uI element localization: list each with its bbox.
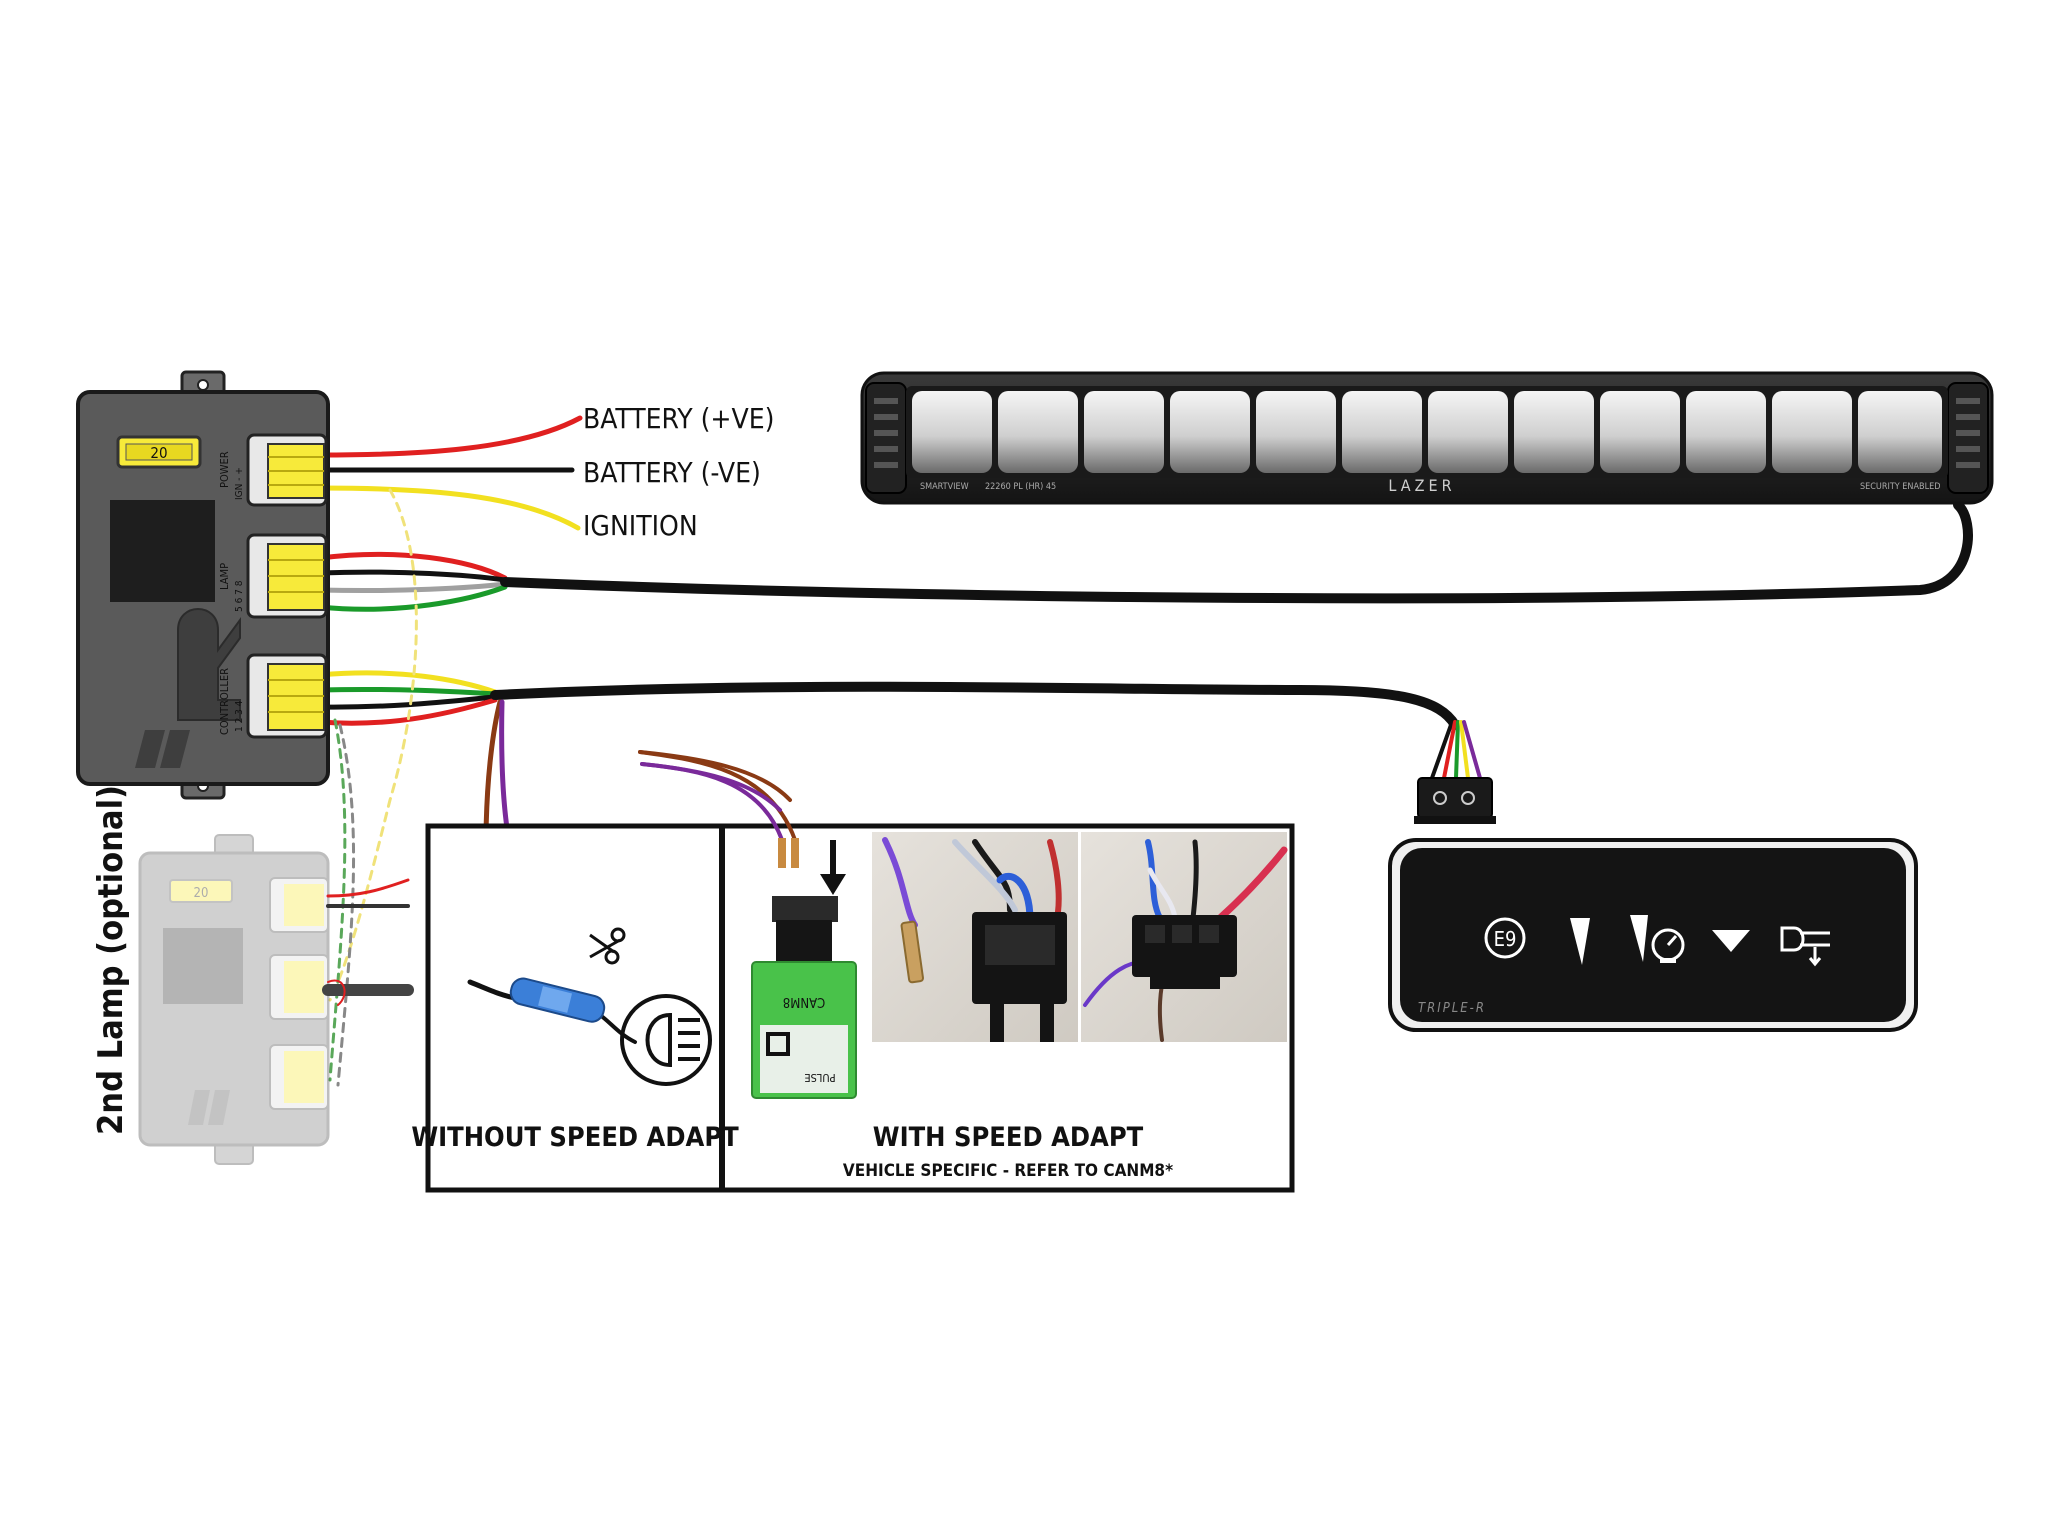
arrow-down-icon xyxy=(820,840,846,895)
with-speed-adapt-section: CANM8 PULSE xyxy=(638,750,1288,1181)
dashed-link-green xyxy=(328,718,347,1082)
optional-stub-red xyxy=(326,878,410,898)
controller-brand: TRIPLE-R xyxy=(1418,1001,1486,1016)
controller-cable xyxy=(490,681,1460,730)
power-port: POWER IGN - + xyxy=(218,433,328,507)
lamp-wire-red xyxy=(317,551,508,581)
power-port-label: POWER xyxy=(218,451,231,488)
power-port-pins: IGN - + xyxy=(234,467,245,500)
e-mark-icon: E9 xyxy=(1484,917,1526,959)
horn-flash-icon xyxy=(1780,926,1830,967)
butt-connector xyxy=(509,977,606,1023)
e-mark-text: E9 xyxy=(1494,927,1517,951)
ctrl-wire-red xyxy=(317,697,498,726)
ignition-label: IGNITION xyxy=(583,509,698,542)
triple-r-controller: E9 TRIPLE-R xyxy=(1388,838,1918,1032)
dashed-link-yellow xyxy=(328,488,418,1002)
ctrl-wire-yellow xyxy=(317,670,498,695)
dim-icon xyxy=(1712,930,1750,952)
speed-wire-brown-entry xyxy=(638,750,792,802)
plug-wire-black xyxy=(1430,720,1454,780)
controller-port-pins: 1 2 3 4 xyxy=(234,700,245,732)
vehicle-specific-label: VEHICLE SPECIFIC - REFER TO CANM8* xyxy=(843,1161,1173,1181)
light-bar-series: SMARTVIEW xyxy=(920,482,969,492)
speed-adapt-panel: WITHOUT SPEED ADAPT CANM8 PULS xyxy=(411,750,1295,1193)
ignition-wire xyxy=(317,485,581,531)
lamp-port-pins: 5 6 7 8 xyxy=(234,580,245,612)
lamp-port: LAMP 5 6 7 8 xyxy=(218,533,328,619)
ctrl-wire-black xyxy=(317,694,498,710)
canm8-module: CANM8 PULSE xyxy=(751,961,857,1099)
lamp-cable xyxy=(500,500,1973,604)
control-box-label xyxy=(110,500,215,602)
spot-beam-icon xyxy=(1570,918,1590,965)
without-speed-adapt-section: WITHOUT SPEED ADAPT xyxy=(411,927,739,1153)
speed-beam-icon xyxy=(1630,915,1685,963)
logo-stripes xyxy=(135,730,190,768)
lamp-wire-grey xyxy=(317,581,508,594)
ctrl-wire-green xyxy=(317,686,498,697)
fuse-rating: 20 xyxy=(150,444,167,462)
plug-wire-green xyxy=(1454,720,1460,780)
light-bar-lenses xyxy=(912,391,1942,473)
battery-negative-label: BATTERY (-VE) xyxy=(583,456,761,489)
control-box: 20 POWER IGN - + LAMP 5 6 7 8 xyxy=(76,370,330,800)
light-bar-brand: LAZER xyxy=(1388,476,1455,495)
lamp-port-label: LAMP xyxy=(218,563,231,590)
lamp-wire-black xyxy=(317,569,508,583)
photo-connector-wired xyxy=(1081,832,1288,1042)
photo-connector-crimp xyxy=(872,832,1078,1042)
lamp-wire-green xyxy=(317,584,508,612)
controller-port-label: CONTROLLER xyxy=(218,668,231,735)
scissors-icon xyxy=(589,927,626,965)
battery-positive-label: BATTERY (+VE) xyxy=(583,402,775,435)
canm8-text: CANM8 xyxy=(783,994,825,1009)
without-speed-adapt-label: WITHOUT SPEED ADAPT xyxy=(411,1122,739,1153)
plug-wire-purple xyxy=(1462,720,1482,780)
optional-stub-red2 xyxy=(327,979,346,1006)
controller-port: CONTROLLER 1 2 3 4 xyxy=(218,653,328,739)
headlamp-icon xyxy=(620,994,712,1086)
plug-wire-red xyxy=(1442,720,1457,780)
controller-plug xyxy=(1414,777,1496,824)
plug-wire-yellow xyxy=(1459,720,1470,780)
optional-fuse-rating: 20 xyxy=(194,886,209,901)
light-bar-model: 22260 PL (HR) 45 xyxy=(985,482,1056,492)
canm8-pulse: PULSE xyxy=(804,1071,835,1084)
wires xyxy=(317,415,1973,1087)
optional-control-box: 20 xyxy=(138,834,330,1165)
r-logo xyxy=(177,608,241,721)
with-speed-adapt-label: WITH SPEED ADAPT xyxy=(873,1122,1144,1153)
light-bar: SMARTVIEW 22260 PL (HR) 45 LAZER SECURIT… xyxy=(860,371,1994,505)
speed-wire-purple-entry xyxy=(640,762,782,812)
second-lamp-label: 2nd Lamp (optional) xyxy=(91,785,131,1135)
battery-positive-wire xyxy=(317,415,583,458)
light-bar-security: SECURITY ENABLED xyxy=(1860,482,1940,492)
